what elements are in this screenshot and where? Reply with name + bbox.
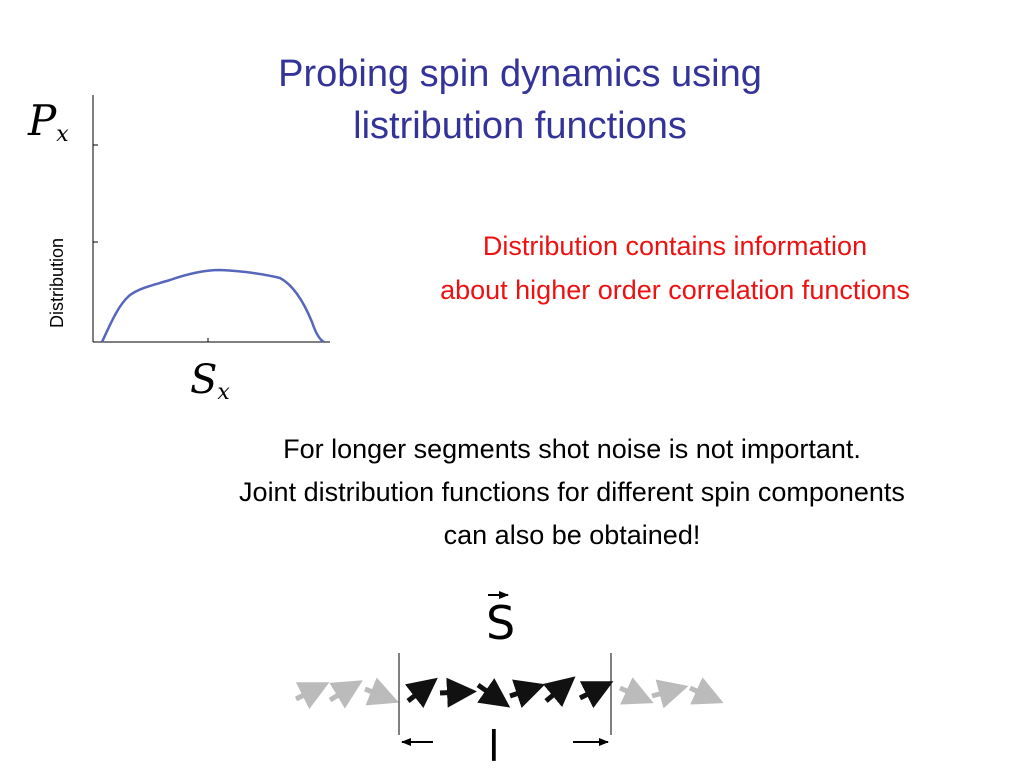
plot-side-label: Distribution <box>47 237 67 328</box>
spin-arrow <box>618 677 654 705</box>
distribution-plot <box>92 95 330 344</box>
outside-spins-left <box>294 677 399 710</box>
segment-length-label: l <box>488 722 500 771</box>
spin-chain-figure <box>294 591 724 746</box>
red-line-2: about higher order correlation functions <box>440 275 910 305</box>
body-line-2: Joint distribution functions for differe… <box>239 477 905 507</box>
spin-arrow <box>328 680 363 709</box>
spin-arrow <box>364 677 399 706</box>
spin-arrow <box>509 679 546 708</box>
red-annotation: Distribution contains information about … <box>345 224 1005 312</box>
spin-arrow <box>542 676 576 708</box>
plot-x-symbol: Sx <box>190 357 230 405</box>
distribution-curve <box>100 268 325 344</box>
body-line-1: For longer segments shot noise is not im… <box>283 434 861 464</box>
red-line-1: Distribution contains information <box>482 231 868 261</box>
title-line-2: listribution functions <box>353 105 687 147</box>
body-text: For longer segments shot noise is not im… <box>120 428 1024 557</box>
spin-arrow <box>294 682 330 710</box>
spin-arrow <box>578 681 614 709</box>
spin-arrow <box>651 679 689 709</box>
body-line-3: can also be obtained! <box>443 520 701 550</box>
title-line-1: Probing spin dynamics using <box>278 53 762 95</box>
outside-spins-right <box>618 677 724 709</box>
spin-arrow <box>439 677 477 708</box>
slide-title: Probing spin dynamics using listribution… <box>150 48 890 152</box>
spin-arrow <box>404 677 438 709</box>
plot-y-symbol: Px <box>28 96 69 147</box>
spin-arrow <box>476 678 511 708</box>
spin-arrow <box>688 677 724 705</box>
segment-spins <box>404 676 614 709</box>
spin-vector-label: S <box>486 596 516 650</box>
